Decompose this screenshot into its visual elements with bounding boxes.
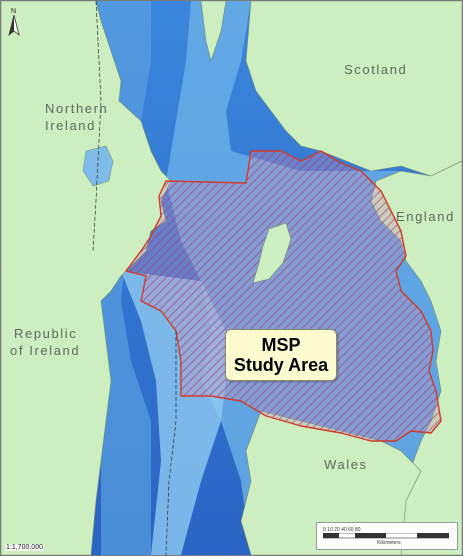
boundary-line-west (92, 1, 102, 252)
land-kintyre (200, 1, 227, 63)
isle-of-man (252, 222, 292, 284)
boundary-line-south (165, 331, 177, 555)
label-republic-2: of Ireland (10, 343, 80, 358)
svg-text:N: N (11, 8, 16, 15)
label-scotland: Scotland (344, 62, 407, 77)
scale-bar-unit: Kilometers (377, 540, 401, 546)
label-northern-ireland-1: Northern (45, 101, 108, 116)
north-arrow-icon: N (8, 8, 20, 37)
label-northern-ireland-2: Ireland (45, 118, 96, 133)
scale-bar: 0 10 20 40 60 80 Kilometers (316, 522, 458, 550)
scale-bar-ticks: 0 10 20 40 60 80 (323, 527, 361, 533)
label-england: England (396, 209, 455, 224)
study-area-line2: Study Area (233, 355, 329, 375)
scale-ratio: 1:1,700,000 (5, 544, 44, 551)
label-wales: Wales (324, 457, 368, 472)
label-republic-1: Republic (14, 326, 77, 341)
study-area-label: MSP Study Area (225, 329, 337, 381)
study-area-line1: MSP (261, 335, 301, 355)
msp-study-area[interactable] (125, 150, 442, 442)
scale-bar-graphic (323, 533, 449, 539)
